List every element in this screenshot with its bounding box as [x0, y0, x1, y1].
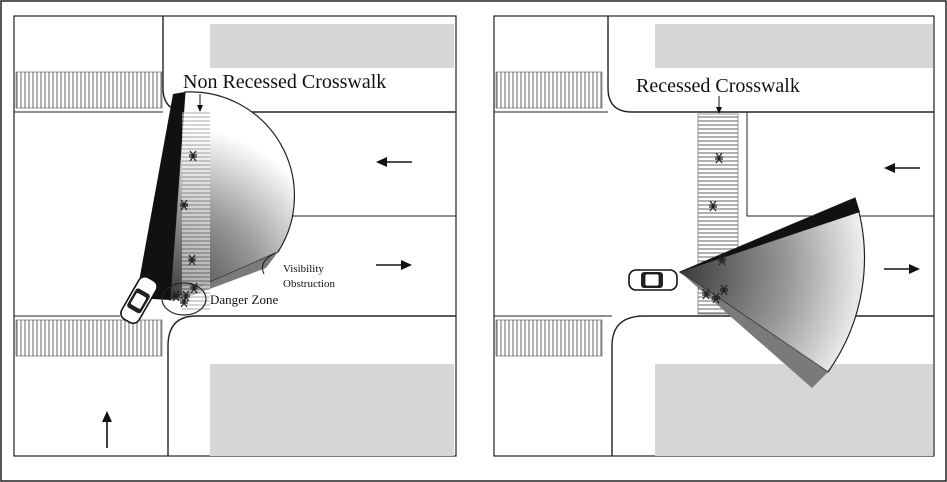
right-blind-spot	[680, 198, 860, 272]
right-lane-divider	[746, 112, 934, 217]
left-blind-spot	[136, 92, 185, 300]
left-crosswalk-bottom-west	[15, 319, 163, 357]
arrow-right-icon	[884, 264, 920, 274]
left-main-crosswalk	[182, 112, 210, 312]
right-top-block	[655, 24, 933, 68]
right-panel: Recessed Crosswalk	[493, 15, 935, 457]
left-title: Non Recessed Crosswalk	[183, 71, 386, 93]
arrow-down-icon	[197, 94, 203, 112]
right-title: Recessed Crosswalk	[636, 75, 800, 97]
obstruction-label-line1: Visibility	[283, 263, 324, 275]
arrow-right-icon	[376, 260, 412, 270]
right-curb-top	[607, 16, 934, 113]
arrow-up-icon	[102, 411, 112, 448]
car-icon	[628, 269, 678, 291]
arrow-left-icon	[884, 163, 920, 173]
right-curb-bottom	[611, 315, 934, 456]
right-crosswalk-top-west	[495, 71, 603, 109]
left-curb-bottom	[167, 315, 456, 456]
right-crosswalk-bottom-west	[495, 319, 603, 357]
danger-zone-label: Danger Zone	[210, 292, 278, 307]
left-panel: Non Recessed Crosswalk Danger Zone Visib…	[13, 15, 457, 457]
arrow-down-icon	[716, 96, 722, 114]
obstruction-pointer	[261, 252, 276, 275]
right-vision-cone	[678, 197, 866, 373]
left-bottom-block	[210, 364, 454, 456]
arrow-left-icon	[376, 157, 412, 167]
obstruction-label-line2: Obstruction	[283, 278, 335, 290]
right-bottom-block	[655, 364, 933, 456]
left-crosswalk-top-west	[15, 71, 163, 109]
danger-zone-circle	[161, 282, 207, 316]
left-top-block	[210, 24, 454, 68]
